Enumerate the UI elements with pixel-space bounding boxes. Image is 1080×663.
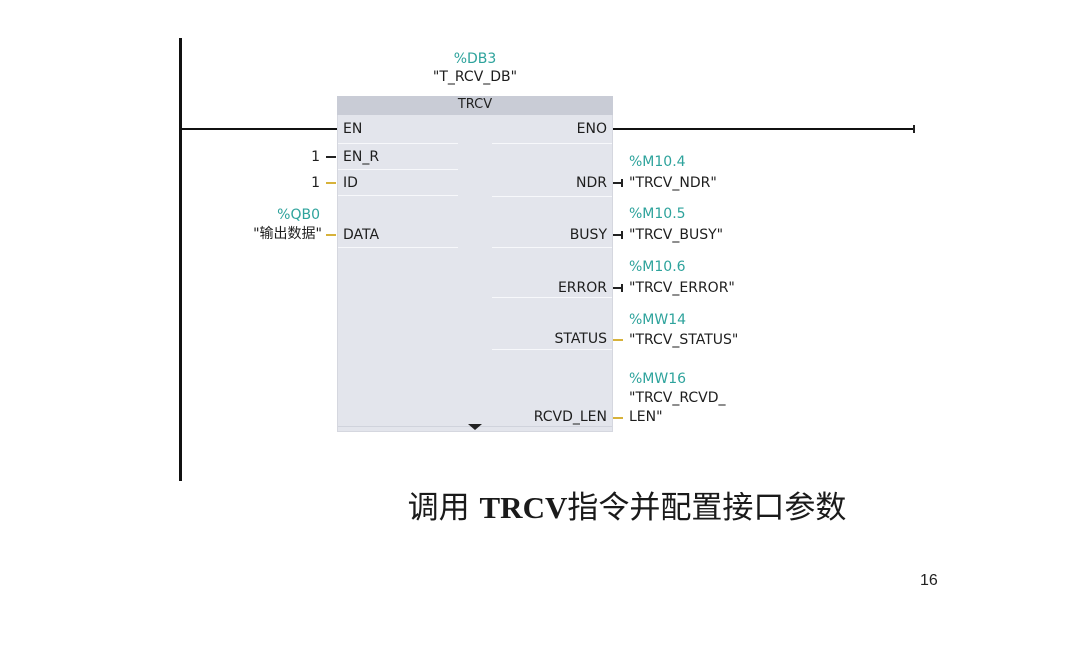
error-address[interactable]: %M10.6 bbox=[629, 259, 686, 275]
rcvd-len-address[interactable]: %MW16 bbox=[629, 371, 687, 387]
pin-error-label: ERROR bbox=[557, 280, 607, 296]
trcv-block-header bbox=[337, 96, 613, 115]
expand-block-arrow-icon[interactable] bbox=[468, 424, 482, 430]
data-address[interactable]: %QB0 bbox=[277, 207, 320, 223]
instance-db-name: "T_RCV_DB" bbox=[432, 69, 518, 85]
ndr-address[interactable]: %M10.4 bbox=[629, 154, 686, 170]
busy-address[interactable]: %M10.5 bbox=[629, 206, 686, 222]
pin-status-label: STATUS bbox=[554, 331, 607, 347]
pin-busy-stub bbox=[613, 234, 623, 236]
caption-prefix: 调用 bbox=[407, 490, 480, 526]
instance-db-address: %DB3 bbox=[453, 51, 497, 67]
block-row-separator bbox=[492, 349, 612, 350]
block-row-separator bbox=[338, 247, 458, 248]
pin-rcvd-len-stub bbox=[613, 417, 623, 419]
block-row-separator bbox=[492, 196, 612, 197]
eno-output-wire bbox=[613, 128, 915, 130]
page-number: 16 bbox=[920, 572, 938, 589]
pin-ndr-stub bbox=[613, 182, 623, 184]
pin-busy-tick bbox=[621, 231, 623, 239]
status-symbol[interactable]: "TRCV_STATUS" bbox=[629, 332, 739, 348]
pin-status-stub bbox=[613, 339, 623, 341]
pin-en-r-stub bbox=[326, 156, 336, 158]
trcv-function-block[interactable] bbox=[337, 96, 613, 432]
left-power-rail bbox=[179, 38, 182, 481]
pin-en-r-label: EN_R bbox=[343, 149, 380, 165]
status-address[interactable]: %MW14 bbox=[629, 312, 687, 328]
pin-rcvd-len-label: RCVD_LEN bbox=[533, 409, 607, 425]
block-row-separator bbox=[338, 195, 458, 196]
caption-instruction-name: TRCV bbox=[479, 490, 568, 525]
pin-busy-label: BUSY bbox=[569, 227, 607, 243]
block-row-separator bbox=[492, 143, 612, 144]
block-row-separator bbox=[492, 247, 612, 248]
pin-error-tick bbox=[621, 284, 623, 292]
error-symbol[interactable]: "TRCV_ERROR" bbox=[629, 280, 735, 296]
pin-ndr-tick bbox=[621, 179, 623, 187]
en-r-value[interactable]: 1 bbox=[311, 149, 320, 165]
slide-caption: 调用 TRCV指令并配置接口参数 bbox=[0, 482, 1080, 527]
id-value[interactable]: 1 bbox=[311, 175, 320, 191]
pin-id-stub bbox=[326, 182, 336, 184]
block-row-separator bbox=[492, 297, 612, 298]
ndr-symbol[interactable]: "TRCV_NDR" bbox=[629, 175, 717, 191]
pin-id-label: ID bbox=[343, 175, 358, 191]
block-row-separator bbox=[338, 169, 458, 170]
pin-data-stub bbox=[326, 234, 336, 236]
eno-wire-end-tick bbox=[913, 125, 915, 133]
rcvd-len-symbol-line1[interactable]: "TRCV_RCVD_ bbox=[629, 390, 726, 406]
pin-eno-label: ENO bbox=[576, 121, 607, 137]
trcv-block-title: TRCV bbox=[457, 97, 493, 112]
rcvd-len-symbol-line2[interactable]: LEN" bbox=[629, 409, 663, 425]
pin-error-stub bbox=[613, 287, 623, 289]
busy-symbol[interactable]: "TRCV_BUSY" bbox=[629, 227, 724, 243]
block-row-separator bbox=[338, 143, 458, 144]
en-input-wire bbox=[182, 128, 337, 130]
pin-data-label: DATA bbox=[343, 227, 380, 243]
pin-ndr-label: NDR bbox=[576, 175, 607, 191]
data-symbol[interactable]: "输出数据" bbox=[253, 226, 322, 242]
pin-en-label: EN bbox=[343, 121, 363, 137]
caption-suffix: 指令并配置接口参数 bbox=[567, 490, 847, 526]
